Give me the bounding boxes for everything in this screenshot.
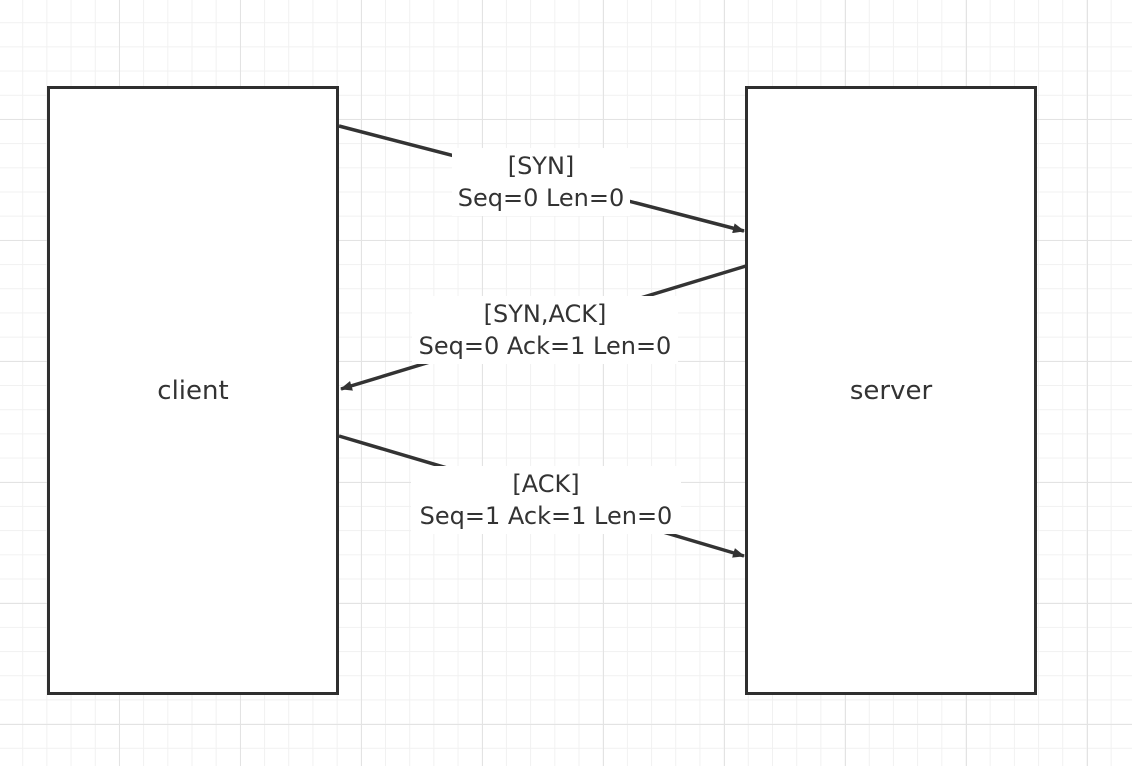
ack-detail: Seq=1 Ack=1 Len=0	[419, 502, 673, 530]
server-box[interactable]: server	[745, 86, 1037, 695]
syn-ack-message-label: [SYN,ACK] Seq=0 Ack=1 Len=0	[412, 296, 678, 364]
ack-title: [ACK]	[512, 470, 580, 498]
ack-message-label: [ACK] Seq=1 Ack=1 Len=0	[411, 466, 681, 534]
syn-message-label: [SYN] Seq=0 Len=0	[452, 148, 630, 216]
client-box[interactable]: client	[47, 86, 339, 695]
syn-ack-detail: Seq=0 Ack=1 Len=0	[418, 332, 672, 360]
syn-title: [SYN]	[507, 152, 575, 180]
server-label: server	[849, 375, 933, 406]
syn-ack-title: [SYN,ACK]	[483, 300, 607, 328]
syn-detail: Seq=0 Len=0	[457, 184, 625, 212]
client-label: client	[157, 375, 229, 406]
